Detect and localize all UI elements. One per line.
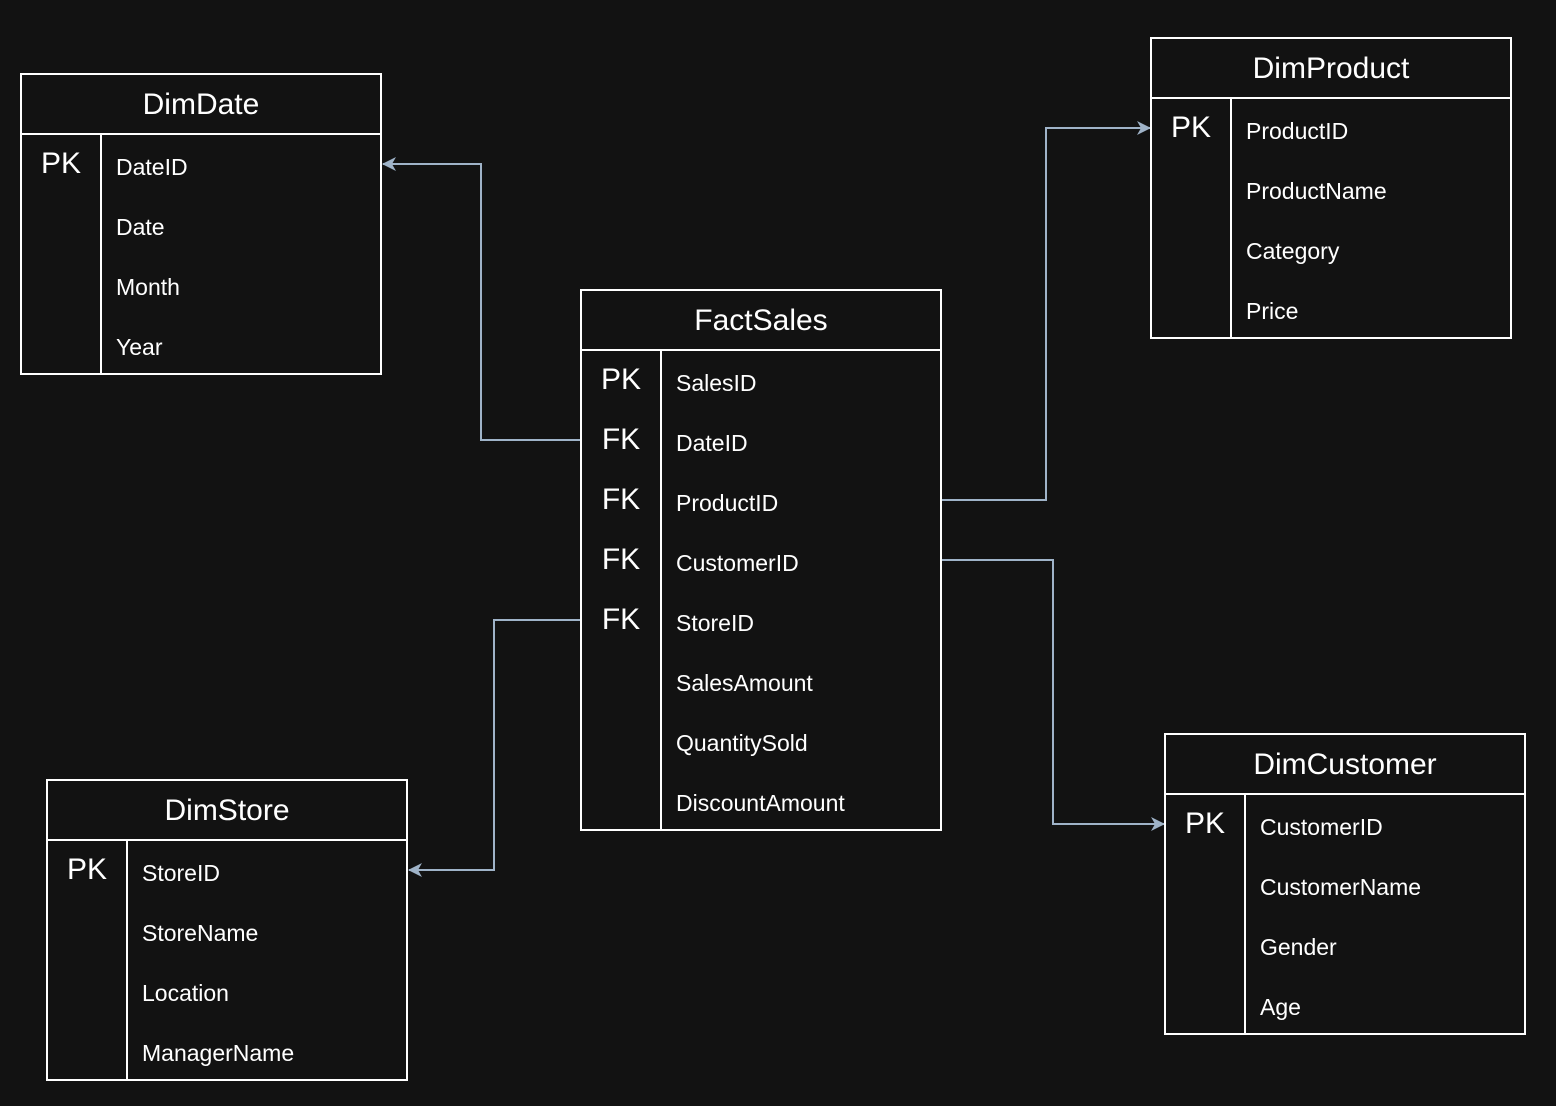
field-row[interactable]: PK SalesID [582, 351, 940, 411]
field-row[interactable]: Category [1152, 219, 1510, 279]
field-name: SalesID [676, 370, 757, 396]
key-badge: PK [600, 363, 642, 396]
field-row[interactable]: DiscountAmount [582, 771, 940, 831]
entity-title: DimDate [22, 75, 380, 135]
field-name: Month [116, 274, 180, 300]
key-column-divider [126, 841, 128, 1081]
key-badge: PK [40, 147, 82, 180]
entity-title: DimCustomer [1166, 735, 1524, 795]
field-name: StoreID [676, 610, 754, 636]
key-badge [582, 711, 660, 771]
field-row[interactable]: Gender [1166, 915, 1524, 975]
key-badge: PK [1184, 807, 1226, 840]
key-badge [1152, 279, 1230, 339]
connector-productkey [941, 121, 1151, 501]
field-row[interactable]: Price [1152, 279, 1510, 339]
key-badge [22, 255, 100, 315]
field-row[interactable]: FK StoreID [582, 591, 940, 651]
field-name: Gender [1260, 934, 1337, 960]
field-row[interactable]: Location [48, 961, 406, 1021]
key-badge [1152, 159, 1230, 219]
field-name: Location [142, 980, 229, 1006]
field-row[interactable]: CustomerName [1166, 855, 1524, 915]
key-badge [582, 651, 660, 711]
key-badge [48, 901, 126, 961]
key-column-divider [660, 351, 662, 831]
field-row[interactable]: QuantitySold [582, 711, 940, 771]
field-row[interactable]: PK CustomerID [1166, 795, 1524, 855]
field-name: Date [116, 214, 165, 240]
key-column-divider [1244, 795, 1246, 1035]
connector-storekey [408, 619, 581, 877]
field-name: ProductID [1246, 118, 1349, 144]
key-badge: PK [66, 853, 108, 886]
key-badge [48, 1021, 126, 1081]
key-badge: FK [601, 543, 641, 576]
key-badge [48, 961, 126, 1021]
field-row[interactable]: PK ProductID [1152, 99, 1510, 159]
field-row[interactable]: Month [22, 255, 380, 315]
field-row[interactable]: FK DateID [582, 411, 940, 471]
entity-title: FactSales [582, 291, 940, 351]
field-name: SalesAmount [676, 670, 813, 696]
key-badge [1166, 915, 1244, 975]
field-name: QuantitySold [676, 730, 808, 756]
field-row[interactable]: Age [1166, 975, 1524, 1035]
field-name: Price [1246, 298, 1299, 324]
key-badge: FK [601, 423, 641, 456]
field-name: CustomerID [1260, 814, 1383, 840]
key-badge: PK [1170, 111, 1212, 144]
field-name: StoreName [142, 920, 259, 946]
field-row[interactable]: FK CustomerID [582, 531, 940, 591]
field-row[interactable]: PK StoreID [48, 841, 406, 901]
entity-fields: PK SalesID FK DateID FK ProductID FK CustomerID… [582, 351, 940, 831]
field-name: CustomerID [676, 550, 799, 576]
field-name: Category [1246, 238, 1340, 264]
key-column-divider [100, 135, 102, 375]
field-name: ProductID [676, 490, 779, 516]
field-row[interactable]: ProductName [1152, 159, 1510, 219]
field-row[interactable]: PK DateID [22, 135, 380, 195]
field-name: ProductName [1246, 178, 1387, 204]
key-column-divider [1230, 99, 1232, 339]
field-name: DateID [116, 154, 188, 180]
field-row[interactable]: StoreName [48, 901, 406, 961]
entity-title: DimStore [48, 781, 406, 841]
field-name: DateID [676, 430, 748, 456]
key-badge [1166, 855, 1244, 915]
field-row[interactable]: ManagerName [48, 1021, 406, 1081]
entity-title: DimProduct [1152, 39, 1510, 99]
connector-datekey [382, 157, 581, 441]
key-badge [1152, 219, 1230, 279]
field-row[interactable]: Year [22, 315, 380, 375]
key-badge [22, 315, 100, 375]
field-name: Age [1260, 994, 1301, 1020]
key-badge: FK [601, 483, 641, 516]
connector-customerkey [941, 559, 1165, 831]
field-row[interactable]: SalesAmount [582, 651, 940, 711]
field-name: CustomerName [1260, 874, 1422, 900]
field-name: ManagerName [142, 1040, 295, 1066]
key-badge [22, 195, 100, 255]
key-badge [1166, 975, 1244, 1035]
key-badge: FK [601, 603, 641, 636]
field-row[interactable]: Date [22, 195, 380, 255]
field-name: DiscountAmount [676, 790, 845, 816]
field-name: Year [116, 334, 163, 360]
field-row[interactable]: FK ProductID [582, 471, 940, 531]
key-badge [582, 771, 660, 831]
field-name: StoreID [142, 860, 220, 886]
